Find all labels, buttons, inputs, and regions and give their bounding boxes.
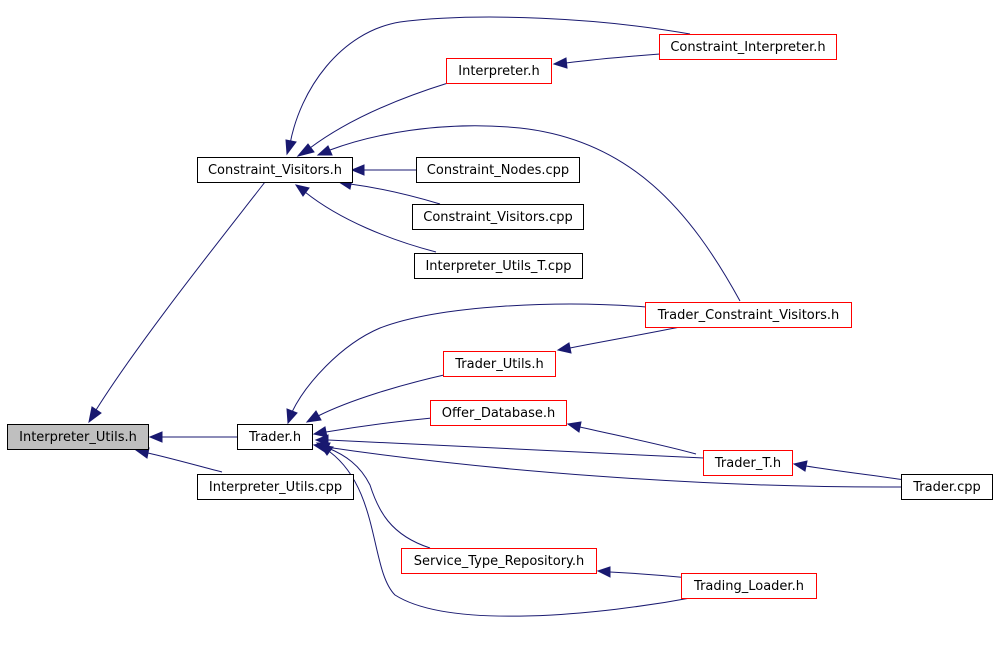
node-constraint-visitors-h[interactable]: Constraint_Visitors.h [197,157,353,183]
node-interpreter-utils-cpp[interactable]: Interpreter_Utils.cpp [197,474,354,500]
arrowhead [792,460,808,472]
node-trader-t-h[interactable]: Trader_T.h [703,450,793,476]
node-trader-cpp[interactable]: Trader.cpp [901,474,993,500]
arrowhead [316,145,333,156]
edge-trading-loader-to-trader [329,451,697,617]
node-trader-constraint-visitors-h[interactable]: Trader_Constraint_Visitors.h [645,302,852,328]
edge-service-type-repository-to-trader [327,447,431,549]
node-interpreter-utils-h: Interpreter_Utils.h [7,424,149,450]
edge-trader-cpp-to-trader [325,446,903,488]
arrowhead [312,426,328,438]
edge-constraint-interpreter-to-interpreter [565,53,661,64]
edge-trader-t-to-trader [327,439,705,459]
edge-interpreter-utils-cpp-to-interpreter-utils [147,452,223,473]
arrowhead [285,139,297,156]
arrowhead [294,184,310,197]
node-interpreter-utils-t-cpp[interactable]: Interpreter_Utils_T.cpp [414,253,583,279]
node-constraint-visitors-cpp[interactable]: Constraint_Visitors.cpp [412,204,584,230]
arrowhead [566,421,582,433]
arrowhead [88,406,102,424]
edge-trader-t-to-offer-database [579,426,697,455]
arrowhead [552,57,568,69]
edge-trader-utils-to-trader [317,374,445,417]
node-trading-loader-h[interactable]: Trading_Loader.h [681,573,817,599]
arrowhead [556,342,572,354]
node-service-type-repository-h[interactable]: Service_Type_Repository.h [401,548,597,574]
edge-interpreter-to-constraint-visitors [309,82,449,149]
edge-constraint-visitors-cpp-to-constraint-visitors [349,183,441,205]
arrowhead [318,444,334,456]
arrowhead [148,431,163,443]
edge-trading-loader-to-service-type-repository [609,571,691,579]
node-trader-h[interactable]: Trader.h [237,424,313,450]
node-trader-utils-h[interactable]: Trader_Utils.h [443,351,556,377]
arrowhead [350,164,365,176]
edge-interpreter-utils-t-to-constraint-visitors [304,191,437,253]
node-offer-database-h[interactable]: Offer_Database.h [430,400,567,426]
arrowhead [596,566,611,578]
node-constraint-interpreter-h[interactable]: Constraint_Interpreter.h [659,34,837,60]
node-interpreter-h[interactable]: Interpreter.h [446,58,552,84]
edge-offer-database-to-trader [325,417,433,433]
edge-trader-constraint-visitors-to-trader-utils [569,326,681,349]
edge-trader-constraint-visitors-to-constraint-visitors [329,125,741,302]
arrowhead [296,143,315,157]
arrowhead [305,410,322,423]
edge-constraint-interpreter-to-constraint-visitors [289,16,691,145]
node-constraint-nodes-cpp[interactable]: Constraint_Nodes.cpp [416,157,580,183]
edge-trader-cpp-to-trader-t [805,465,906,481]
edge-constraint-visitors-to-interpreter-utils [95,181,266,411]
arrowhead [286,408,298,425]
edge-trader-constraint-visitors-to-trader [291,303,647,413]
